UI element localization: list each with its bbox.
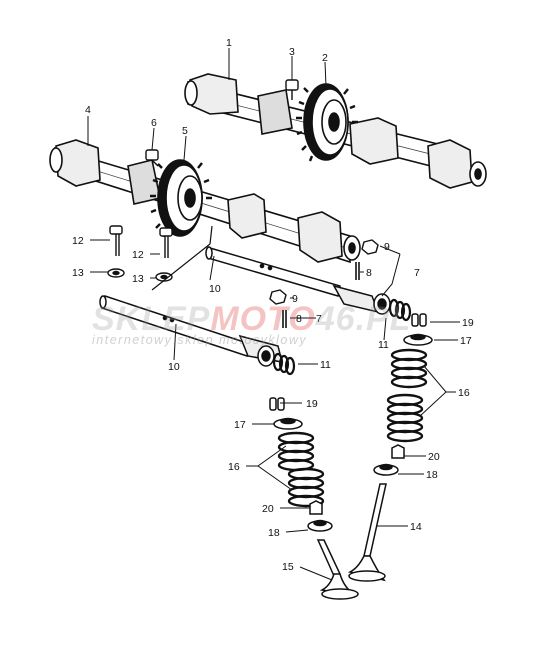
right-valve-springs [386,348,428,443]
assembly-guide-lines [151,225,213,291]
callout-labels: 1 3 2 4 6 5 12 12 13 13 10 10 9 8 7 9 8 … [72,37,474,573]
right-valve-stem-seal [391,444,405,459]
adjuster-screws [282,262,360,328]
callout-13b: 13 [132,273,144,285]
callout-16a: 16 [458,387,470,399]
lower-rocker-spring [272,352,296,376]
callout-3: 3 [289,46,295,58]
watermark-tagline: internetowy sklep motocyklowy [92,333,308,347]
upper-rocker-arm [332,284,391,315]
right-valve-retainer [403,333,433,346]
callout-15: 15 [282,561,294,573]
right-valve [347,483,387,582]
left-valve-stem-seal [309,500,323,515]
callout-17b: 17 [234,419,246,431]
callout-18b: 18 [268,527,280,539]
callout-12b: 12 [132,249,144,261]
callout-7b: 7 [316,313,322,325]
callout-12a: 12 [72,235,84,247]
left-valve-springs [277,431,325,508]
callout-8b: 8 [296,313,302,325]
callout-5: 5 [182,125,188,137]
upper-rocker-shaft [205,246,341,297]
callout-6: 6 [151,117,157,129]
right-valve-cotters [411,313,427,327]
callout-7a: 7 [414,267,420,279]
lower-camshaft [49,139,361,264]
left-valve-cotters [269,397,285,411]
callout-17a: 17 [460,335,472,347]
cap-bolts [109,225,173,258]
callout-20b: 20 [262,503,274,515]
right-valve-spring-seat [373,463,399,476]
callout-9b: 9 [292,293,298,305]
callout-14: 14 [410,521,422,533]
callout-19a: 19 [462,317,474,329]
callout-4: 4 [85,104,91,116]
callout-11b: 11 [320,359,331,371]
callout-18a: 18 [426,469,438,481]
left-valve-retainer [273,417,303,430]
left-valve-spring-seat [307,519,333,532]
leader-lines [87,48,460,581]
callout-13a: 13 [72,267,84,279]
callout-1: 1 [226,37,232,49]
callout-16b: 16 [228,461,240,473]
washers [107,268,173,282]
callout-20a: 20 [428,451,440,463]
callout-9a: 9 [384,241,390,253]
callout-11a: 11 [378,339,389,351]
callout-19b: 19 [306,398,318,410]
callout-10a: 10 [209,283,221,295]
watermark-logo: SKLEPMOTO46.PL [92,300,412,338]
upper-rocker-spring [388,298,412,322]
upper-cam-sprocket [296,83,358,162]
callout-10b: 10 [168,361,180,373]
callout-8a: 8 [366,267,372,279]
callout-2: 2 [322,52,328,64]
left-valve [316,539,359,600]
lower-cam-sprocket [150,159,212,238]
adjuster-nuts [269,239,379,305]
